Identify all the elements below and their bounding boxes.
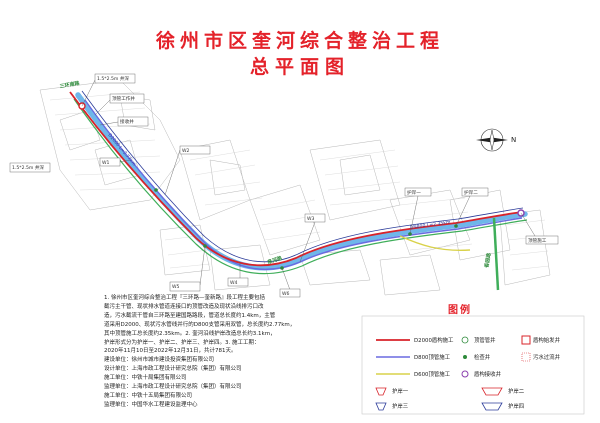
svg-text:W1: W1 [102,160,110,166]
title-main: 徐州市区奎河综合整治工程 [155,30,444,52]
callout-w3: 接收井 [99,116,149,127]
svg-text:W3: W3 [307,216,315,222]
legend-outfall: 污水过流井 [533,353,561,361]
svg-text:1.5*2.5m 井深: 1.5*2.5m 井深 [12,164,44,171]
svg-text:顶管施工: 顶管施工 [528,237,547,244]
note-line: 监理单位：中国华水工程建设监理中心 [104,401,198,408]
svg-text:W5: W5 [172,284,180,290]
callout-w8: 护岸二 [455,187,489,227]
note-line: 2020年11月10日至2022年12月31日，共计781天。 [104,348,237,355]
note-line: 道采用D2000、现状污水管线并行的D800支管采用双管，总长度约2.77km， [104,321,296,328]
legend-title: 图例 [448,305,472,316]
callout-w7: 护岸一 [404,187,432,235]
svg-text:N: N [511,136,516,144]
note-line: 建设单位：徐州市城市建设投资集团有限公司 [104,357,215,364]
river-bank-blue [81,90,524,263]
note-line: 其中顶管施工总长度约2.35km。2. 奎河沿线护岸改造总长约3.1km， [104,330,276,337]
callout-w10: W6 [279,267,301,298]
callout-w11: W3 [299,213,326,263]
d600-pipe [399,235,471,252]
svg-text:顶管工作井: 顶管工作井 [112,95,135,102]
callout-w6: W5 [169,245,206,292]
note-line: 护岸形式分为护岸一、护岸二、护岸三、护岸四。3. 施工工期： [104,339,260,346]
legend-d2000: D2000盾构施工 [414,336,454,344]
legend: D2000盾构施工 D800顶管施工 D600顶管施工 顶管管井 检查井 盾构接… [361,315,585,415]
callout-w2: 顶管工作井 [94,93,145,116]
legend-d800: D800顶管施工 [414,353,451,361]
callout-w13: W1 [99,157,131,167]
title-sub: 总平面图 [249,56,350,78]
note-line: 设计单位：上海市政工程设计研究总院（集团）有限公司 [104,366,242,373]
svg-text:W6: W6 [282,291,290,297]
svg-text:1.5*2.5m 井深: 1.5*2.5m 井深 [97,75,129,82]
revetment-right [492,217,500,291]
svg-text:W4: W4 [230,280,238,286]
north-compass-icon: N [476,128,516,152]
svg-text:护岸一: 护岸一 [407,189,421,196]
svg-text:护岸二: 护岸二 [464,189,478,196]
note-line: 截污主干管、现状排水管道连接口的顶管改造及现状沿线排污口改 [104,303,264,310]
legend-inspection-well: 检查井 [474,353,491,361]
pipe-label-dn800: DN800 L=2.35km [409,219,451,231]
callout-w4: W2 [164,145,211,196]
d800-pipe [84,99,523,270]
road-label-quanhe: 泉河路 [266,254,284,266]
callout-w9: 顶管施工 [520,212,559,245]
note-line: 施工单位：中铁十局集团有限公司 [104,375,187,382]
legend-shield-start: 盾构始发井 [533,336,561,344]
river-bank-green [73,98,528,275]
legend-jacking-well: 顶管管井 [474,336,496,344]
note-line: 1. 徐州市区奎河综合整治工程『三环路—奎新路』段工程主要包括 [104,295,265,301]
d2000-pipe [69,91,523,267]
legend-revet1: 护岸一 [392,387,409,395]
jacking-well-icon-1[interactable] [154,188,158,192]
callout-w5: 1.5*2.5m 井深 [9,162,51,173]
svg-text:接收井: 接收井 [120,118,134,125]
note-line: 造，污水截流干管自三环路至建国路路段，管道总长度约1.4km，主管 [104,312,276,319]
legend-shield-well: 盾构接收井 [474,370,502,378]
road-label-xiangyuan: 香园路 [483,251,493,269]
kuihe-river [75,92,528,271]
legend-revet2: 护岸二 [508,387,525,395]
legend-d600: D600顶管施工 [414,370,451,378]
project-notes: 1. 徐州市区奎河综合整治工程『三环路—奎新路』段工程主要包括 截污主干管、现状… [104,294,296,410]
legend-revet4: 护岸四 [508,402,524,410]
callout-w1: 1.5*2.5m 井深 [81,73,136,107]
note-line: 施工单位：中铁十五局集团有限公司 [104,392,193,399]
legend-revet3: 护岸三 [392,402,409,410]
note-line: 监理单位：上海市政工程设计研究总院（集团）有限公司 [104,384,242,391]
callout-w12: W4 [227,262,249,287]
svg-text:W2: W2 [182,148,190,154]
road-label-sanhuan: 三环南路 [59,79,81,90]
